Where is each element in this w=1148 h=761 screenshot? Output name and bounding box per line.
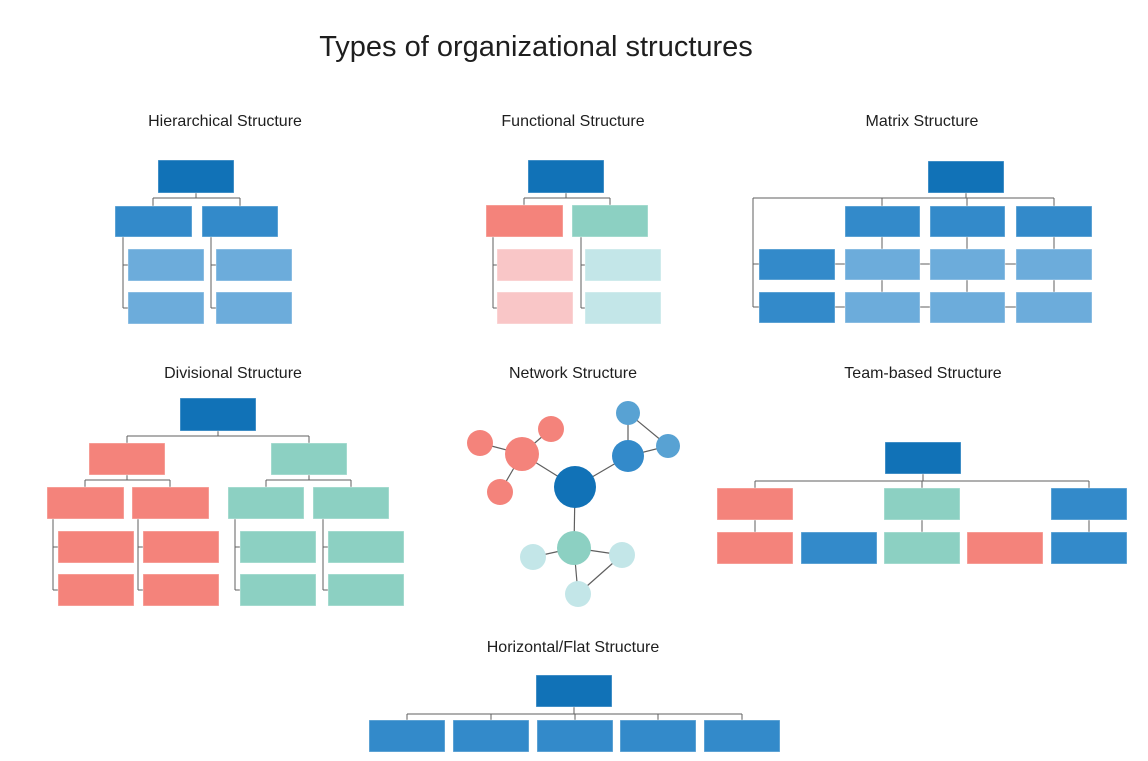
org-box xyxy=(758,248,836,281)
org-box xyxy=(215,291,293,325)
org-box xyxy=(1015,205,1093,238)
org-box xyxy=(496,291,574,325)
org-box xyxy=(88,442,166,476)
org-box xyxy=(927,160,1005,194)
org-box xyxy=(844,248,921,281)
org-box xyxy=(312,486,390,520)
org-box xyxy=(884,441,962,475)
org-box xyxy=(1015,291,1093,324)
org-box xyxy=(619,719,697,753)
org-box xyxy=(929,291,1006,324)
org-box xyxy=(157,159,235,194)
org-box xyxy=(496,248,574,282)
diagram-hierarchical xyxy=(114,159,293,325)
org-box xyxy=(966,531,1044,565)
network-node xyxy=(565,581,591,607)
org-box xyxy=(57,573,135,607)
network-node xyxy=(467,430,493,456)
diagram-horizontal-flat xyxy=(368,674,781,753)
network-node xyxy=(520,544,546,570)
org-box xyxy=(929,248,1006,281)
org-box xyxy=(57,530,135,564)
page-title: Types of organizational structures xyxy=(319,31,753,63)
org-box xyxy=(929,205,1006,238)
network-node xyxy=(612,440,644,472)
network-node xyxy=(656,434,680,458)
org-box xyxy=(883,531,961,565)
diagram-network xyxy=(467,401,680,607)
org-box xyxy=(215,248,293,282)
org-box xyxy=(758,291,836,324)
diagram-matrix xyxy=(752,160,1093,324)
org-box xyxy=(239,530,317,564)
org-box xyxy=(1050,487,1128,521)
org-box xyxy=(368,719,446,753)
org-box xyxy=(127,248,205,282)
org-box xyxy=(703,719,781,753)
org-box xyxy=(127,291,205,325)
org-box xyxy=(883,487,961,521)
org-box xyxy=(571,204,649,238)
org-box xyxy=(1050,531,1128,565)
org-box xyxy=(327,573,405,607)
network-node xyxy=(505,437,539,471)
org-box xyxy=(327,530,405,564)
network-node xyxy=(487,479,513,505)
org-box xyxy=(844,291,921,324)
org-box xyxy=(800,531,878,565)
org-box xyxy=(227,486,305,520)
diagram-label-horizontal-flat: Horizontal/Flat Structure xyxy=(486,639,660,656)
network-node xyxy=(538,416,564,442)
diagram-label-matrix: Matrix Structure xyxy=(865,113,979,130)
org-box xyxy=(716,531,794,565)
diagram-label-network: Network Structure xyxy=(508,365,638,382)
diagram-label-functional: Functional Structure xyxy=(501,113,645,130)
org-box xyxy=(485,204,564,238)
org-box xyxy=(142,530,220,564)
org-box xyxy=(131,486,210,520)
org-box xyxy=(239,573,317,607)
diagram-label-hierarchical: Hierarchical Structure xyxy=(148,113,302,130)
org-box xyxy=(452,719,530,753)
org-box xyxy=(114,205,193,238)
org-box xyxy=(46,486,125,520)
diagram-team-based xyxy=(716,441,1128,565)
diagram-label-divisional: Divisional Structure xyxy=(164,365,302,382)
org-box xyxy=(142,573,220,607)
org-box xyxy=(536,719,614,753)
network-node xyxy=(554,466,596,508)
network-node xyxy=(609,542,635,568)
diagram-label-team-based: Team-based Structure xyxy=(844,365,1002,382)
org-box xyxy=(584,248,662,282)
network-node xyxy=(616,401,640,425)
org-box xyxy=(179,397,257,432)
org-box xyxy=(716,487,794,521)
org-box xyxy=(201,205,279,238)
org-box xyxy=(535,674,613,708)
org-box xyxy=(844,205,921,238)
org-box xyxy=(1015,248,1093,281)
org-box xyxy=(270,442,348,476)
diagram-divisional xyxy=(46,397,405,607)
org-box xyxy=(584,291,662,325)
diagram-functional xyxy=(485,159,662,325)
org-box xyxy=(527,159,605,194)
network-node xyxy=(557,531,591,565)
